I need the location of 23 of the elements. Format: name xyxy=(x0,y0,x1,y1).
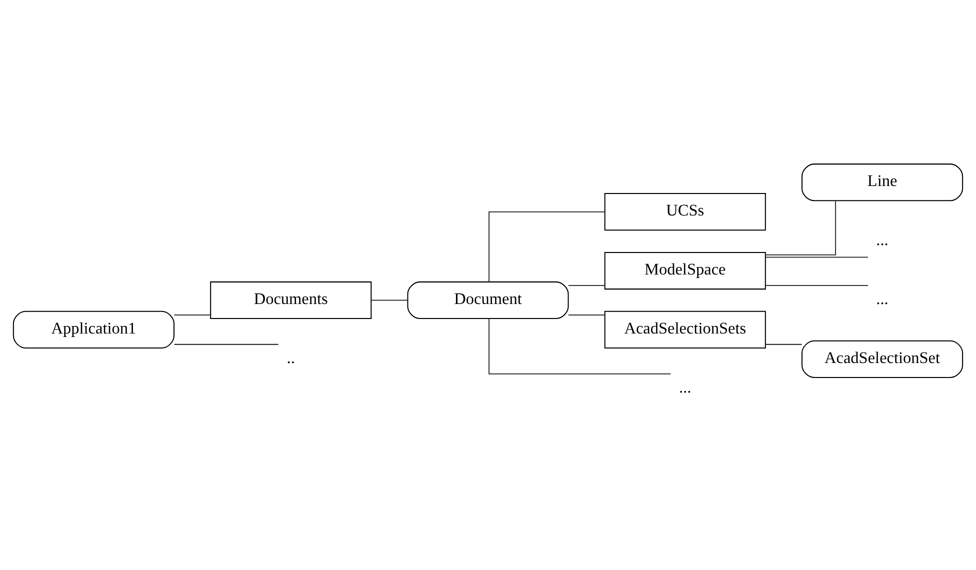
connector xyxy=(488,318,671,374)
connector xyxy=(766,256,868,258)
connector xyxy=(766,200,836,255)
node-box: Document xyxy=(407,280,569,319)
connector xyxy=(371,299,408,300)
node-text: .. xyxy=(286,348,295,367)
node-text: ... xyxy=(679,378,692,396)
connector xyxy=(174,343,278,344)
node-box: UCSs xyxy=(604,192,766,230)
connector xyxy=(568,284,605,286)
node-box: Line xyxy=(802,163,964,201)
connector xyxy=(766,343,802,344)
node-box: Application1 xyxy=(12,310,174,348)
node-box: Documents xyxy=(210,280,372,319)
node-box: ModelSpace xyxy=(604,251,766,290)
connector xyxy=(766,284,868,286)
connector xyxy=(568,314,605,315)
connector xyxy=(174,314,210,315)
node-box: AcadSelectionSet xyxy=(802,340,964,378)
connector xyxy=(488,210,605,282)
node-text: ... xyxy=(876,290,888,308)
node-box: AcadSelectionSets xyxy=(604,310,766,348)
node-text: ... xyxy=(876,230,888,249)
